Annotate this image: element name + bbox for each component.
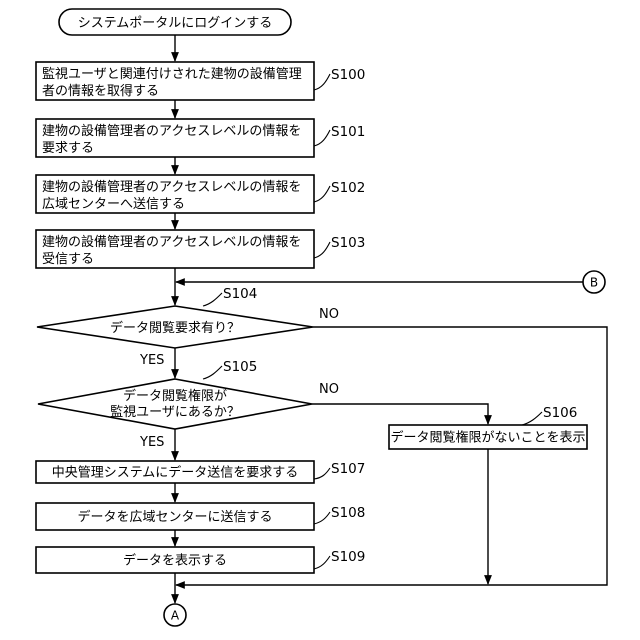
s104-question: データ閲覧要求有り？: [110, 320, 240, 336]
s106-text: データ閲覧権限がないことを表示: [390, 430, 585, 446]
start-label: システムポータルにログインする: [78, 16, 273, 31]
s105-line-2: 監視ユーザにあるか？: [110, 404, 240, 420]
process-s107: 中央管理システムにデータ送信を要求する S107: [36, 461, 365, 483]
s101-step-label: S101: [331, 124, 365, 140]
s105-no-label: NO: [319, 382, 339, 397]
process-s100: 監視ユーザと関連付けされた建物の設備管理 者の情報を取得する S100: [36, 62, 365, 100]
s103-line-2: 受信する: [42, 252, 94, 267]
s103-line-1: 建物の設備管理者のアクセスレベルの情報を: [42, 234, 301, 250]
s100-line-2: 者の情報を取得する: [42, 83, 159, 99]
s107-text: 中央管理システムにデータ送信を要求する: [52, 465, 299, 481]
s100-step-label: S100: [331, 67, 365, 83]
process-s102: 建物の設備管理者のアクセスレベルの情報を 広域センターへ送信する S102: [36, 175, 365, 213]
start-terminator: システムポータルにログインする: [59, 9, 291, 35]
s105-line-1: データ閲覧権限が: [123, 388, 227, 404]
s104-step-label: S104: [223, 286, 257, 302]
process-s109: データを表示する S109: [36, 547, 365, 573]
s107-step-label: S107: [331, 461, 365, 477]
process-s101: 建物の設備管理者のアクセスレベルの情報を 要求する S101: [36, 119, 365, 157]
s108-step-label: S108: [331, 505, 365, 521]
s101-line-1: 建物の設備管理者のアクセスレベルの情報を: [42, 123, 301, 139]
s102-line-2: 広域センターへ送信する: [42, 197, 185, 212]
connector-a-label: A: [171, 609, 180, 623]
process-s103: 建物の設備管理者のアクセスレベルの情報を 受信する S103: [36, 230, 365, 268]
s109-step-label: S109: [331, 549, 365, 565]
s109-text: データを表示する: [123, 553, 227, 569]
connector-b-label: B: [590, 276, 598, 290]
process-s108: データを広域センターに送信する S108: [36, 503, 365, 530]
connector-a: A: [164, 604, 186, 626]
s103-step-label: S103: [331, 235, 365, 251]
s105-step-label: S105: [223, 359, 257, 375]
s102-line-1: 建物の設備管理者のアクセスレベルの情報を: [42, 179, 301, 195]
s106-step-label: S106: [543, 405, 577, 421]
s104-yes-label: YES: [139, 353, 164, 368]
s105-yes-label: YES: [139, 435, 164, 450]
s108-text: データを広域センターに送信する: [77, 509, 272, 525]
s104-no-label: NO: [319, 307, 339, 322]
process-s106: データ閲覧権限がないことを表示 S106: [389, 405, 587, 584]
s101-line-2: 要求する: [42, 141, 94, 156]
s100-line-1: 監視ユーザと関連付けされた建物の設備管理: [42, 66, 302, 82]
s102-step-label: S102: [331, 180, 365, 196]
